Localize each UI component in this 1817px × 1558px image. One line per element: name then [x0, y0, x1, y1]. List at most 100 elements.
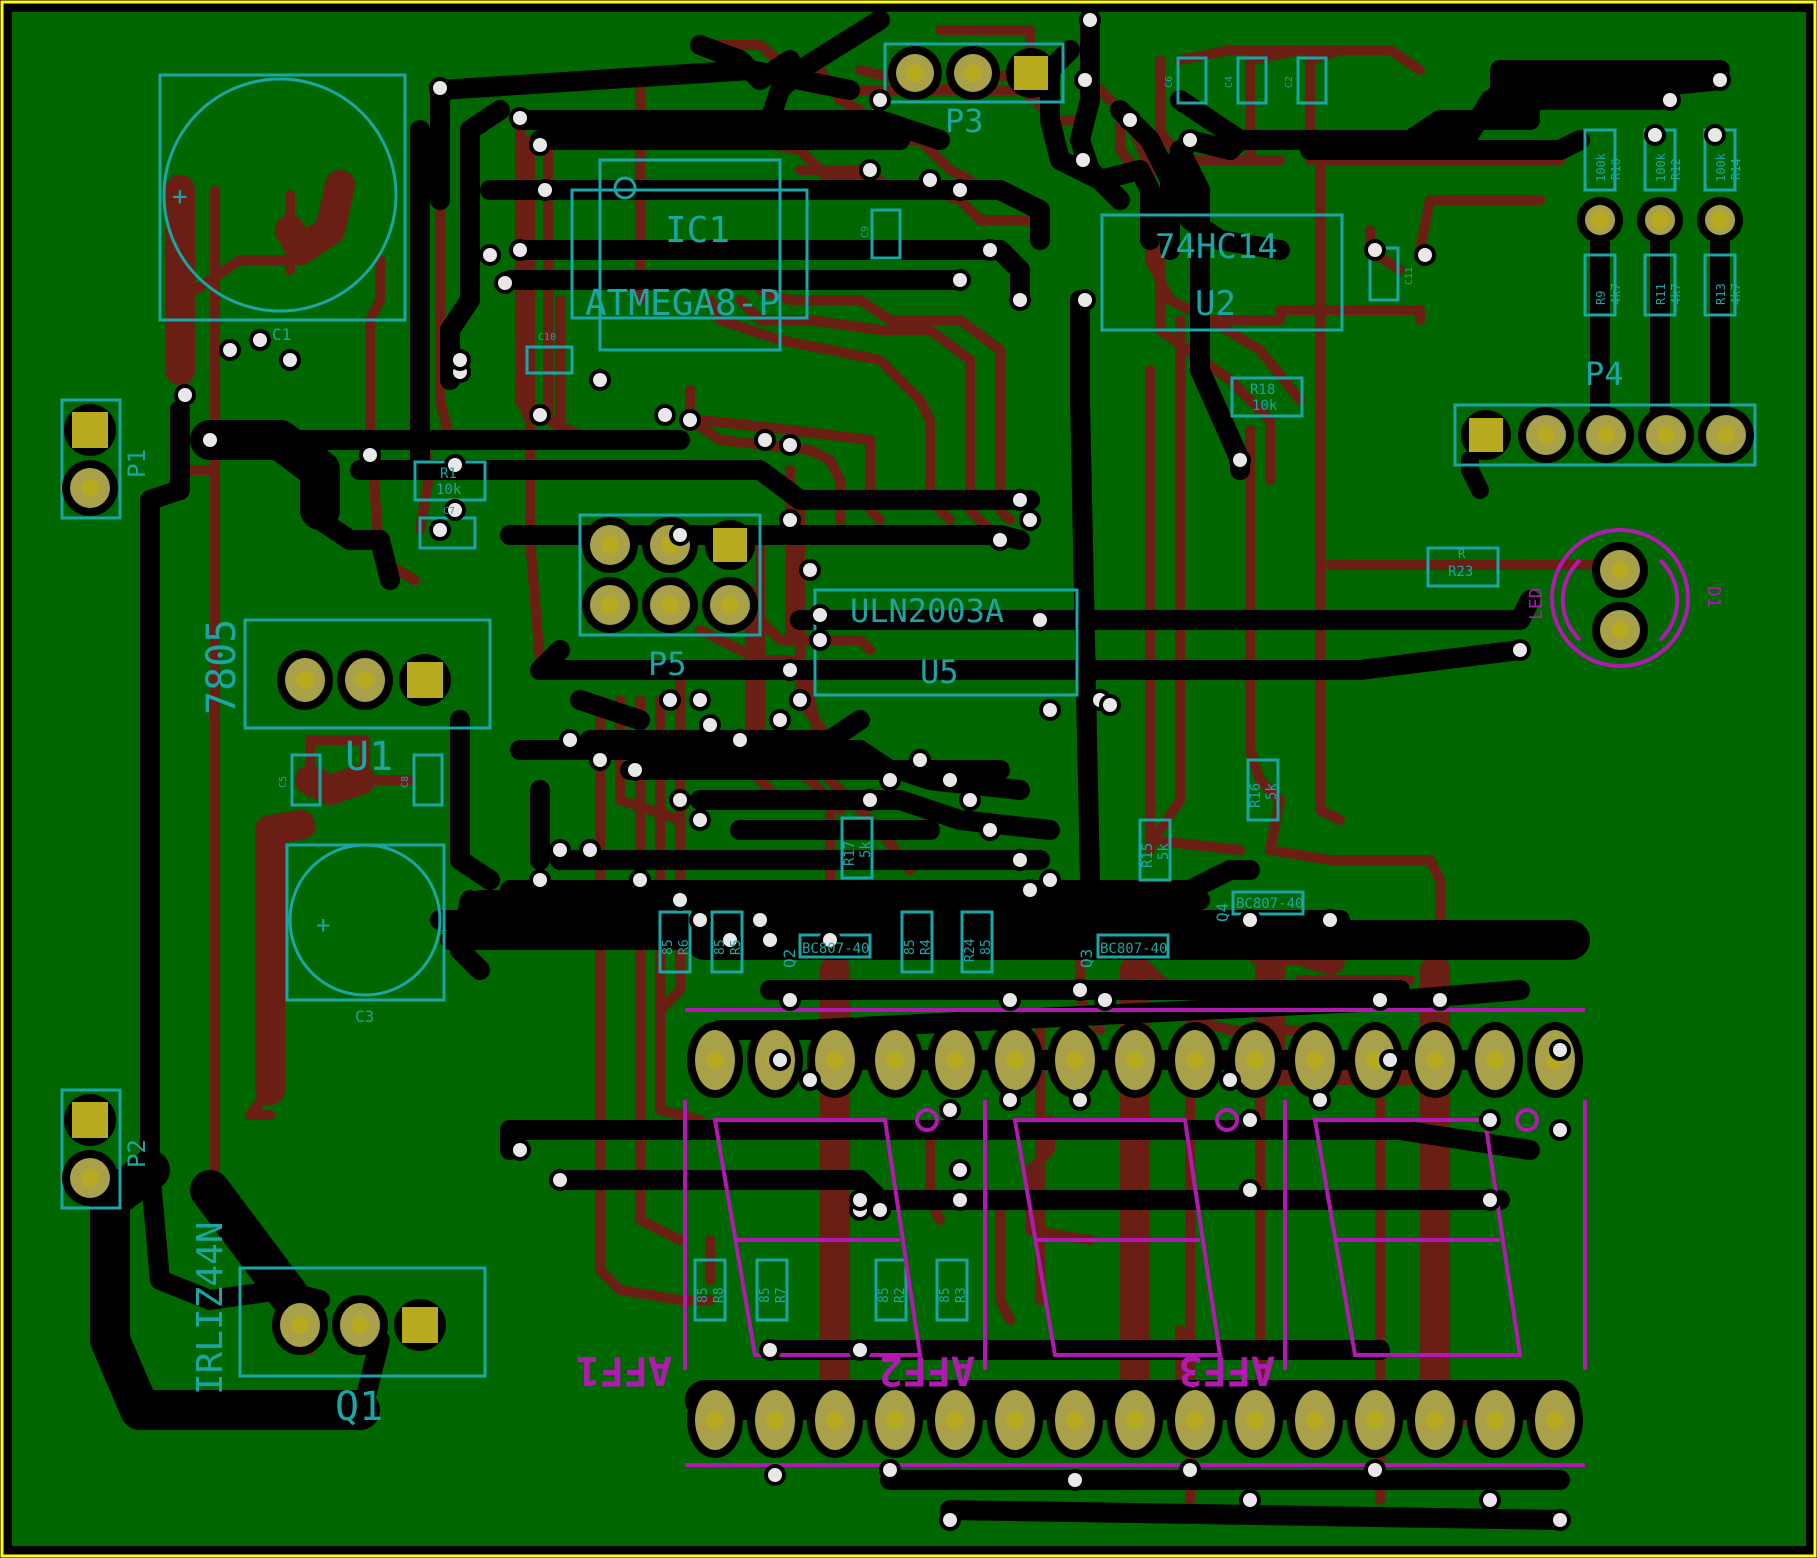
- c6-label: C6: [1164, 76, 1175, 88]
- via-63: [1708, 128, 1722, 142]
- r24-value-label: 85: [979, 939, 994, 955]
- p5-pad-2: [642, 517, 698, 573]
- via-72: [673, 893, 687, 907]
- q1-pad-3: [394, 1299, 446, 1351]
- aff3-segments: [1312, 1118, 1523, 1357]
- via-25: [813, 633, 827, 647]
- r3-outline: [935, 1258, 969, 1322]
- ic1-value-label: ATMEGA8-P: [585, 283, 780, 324]
- r24-outline: [960, 910, 994, 974]
- via-52: [1078, 293, 1092, 307]
- via-6: [433, 523, 447, 537]
- via-71: [633, 873, 647, 887]
- c11-label: C11: [1404, 267, 1415, 285]
- u5-ref-label: U5: [920, 653, 959, 691]
- r16-ref-label: R16: [1248, 783, 1264, 808]
- via-88: [513, 1143, 527, 1157]
- via-82: [963, 793, 977, 807]
- via-106: [1483, 1193, 1497, 1207]
- u1-outline: [243, 618, 492, 730]
- via-101: [1243, 1113, 1257, 1127]
- c8-label: C8: [400, 776, 411, 788]
- r18-value-label: 10k: [1252, 398, 1278, 414]
- p5-pad-4: [582, 577, 638, 633]
- c9-label: C9: [860, 226, 871, 238]
- via-13: [483, 248, 497, 262]
- via-114: [943, 1513, 957, 1527]
- display-bottom-pin-2: [747, 1382, 803, 1458]
- via-31: [783, 663, 797, 677]
- via-68: [673, 793, 687, 807]
- display-top-pin-10: [1227, 1022, 1283, 1098]
- r4-outline: [900, 910, 934, 974]
- via-80: [913, 753, 927, 767]
- via-27: [693, 693, 707, 707]
- r9-outline: [1583, 253, 1617, 317]
- display-top-pin-11: [1287, 1022, 1343, 1098]
- display-bottom-pin-4: [867, 1382, 923, 1458]
- c10-label: C10: [538, 332, 556, 343]
- via-105: [1483, 1113, 1497, 1127]
- c1-plus-label: +: [172, 182, 188, 212]
- via-116: [1183, 1463, 1197, 1477]
- via-108: [1553, 1043, 1567, 1057]
- c3-label: C3: [355, 1007, 374, 1026]
- via-17: [658, 408, 672, 422]
- r7-outline: [755, 1258, 789, 1322]
- via-76: [763, 933, 777, 947]
- via-73: [693, 913, 707, 927]
- r4-ref-label: R4: [919, 939, 934, 955]
- via-128: [1103, 698, 1117, 712]
- r-top-pad-2: [1637, 197, 1683, 243]
- p3-pad-2: [946, 46, 1000, 100]
- c1-label: C1: [272, 325, 291, 344]
- via-51: [1098, 993, 1112, 1007]
- r6-value-label: 85: [661, 939, 676, 955]
- display-bottom-pin-12: [1347, 1382, 1403, 1458]
- p2-label: P2: [123, 1139, 151, 1168]
- via-103: [1313, 1093, 1327, 1107]
- via-65: [563, 733, 577, 747]
- r1-value-label: 10k: [436, 482, 462, 498]
- p2-pad-1: [64, 1094, 116, 1146]
- via-41: [1013, 493, 1027, 507]
- via-121: [223, 343, 237, 357]
- via-100: [1073, 1093, 1087, 1107]
- r5-ref-label: R5: [729, 939, 744, 955]
- via-119: [1483, 1493, 1497, 1507]
- r16-outline: [1246, 758, 1280, 822]
- r15-ref-label: R15: [1140, 843, 1156, 868]
- q4-outline: [1231, 890, 1305, 916]
- r17-ref-label: R17: [842, 841, 858, 866]
- r23-outline: [1426, 546, 1500, 588]
- aff1-segments: [712, 1118, 923, 1357]
- c10-outline: [525, 345, 574, 375]
- display-top-pin-3: [807, 1022, 863, 1098]
- r9-value-label: 4k7: [1609, 283, 1623, 305]
- via-112: [768, 1468, 782, 1482]
- via-94: [803, 1073, 817, 1087]
- via-98: [1003, 1093, 1017, 1107]
- display-bottom-pin-1: [687, 1382, 743, 1458]
- via-70: [583, 843, 597, 857]
- via-59: [1513, 643, 1527, 657]
- c7-label: C7: [443, 506, 455, 517]
- u2-outline: [1100, 213, 1344, 332]
- display-top-pin-5: [927, 1022, 983, 1098]
- p4-outline: [1453, 403, 1757, 467]
- p1-label: P1: [123, 449, 151, 478]
- d1-led-arc-2: [1658, 558, 1680, 642]
- d1-label: D1: [1703, 586, 1724, 608]
- u2-ref-label: U2: [1195, 284, 1236, 324]
- r2-ref-label: R2: [893, 1287, 908, 1303]
- r10-outline: [1583, 128, 1617, 192]
- via-18: [533, 408, 547, 422]
- r11-ref-label: R11: [1654, 283, 1668, 305]
- aff2-label: AFF2: [879, 1347, 975, 1393]
- r13-ref-label: R13: [1714, 283, 1728, 305]
- r5-value-label: 85: [713, 939, 728, 955]
- r23-ref-label: R23: [1448, 564, 1473, 580]
- r9-ref-label: R9: [1594, 291, 1608, 305]
- via-109: [853, 1193, 867, 1207]
- q1-ref-label: Q1: [335, 1384, 383, 1430]
